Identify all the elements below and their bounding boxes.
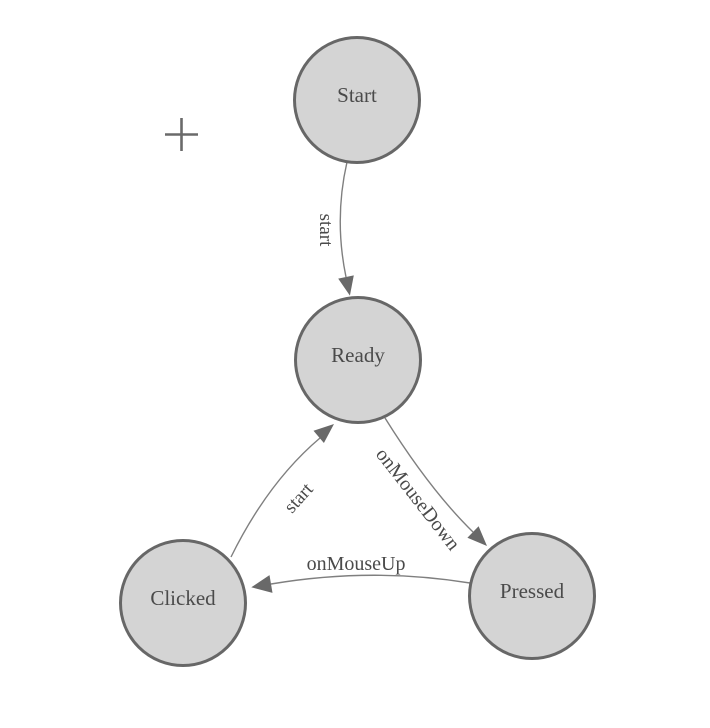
- transition-clicked-to-ready[interactable]: start: [230, 424, 334, 558]
- transition-start-to-ready[interactable]: start: [315, 161, 354, 296]
- edge-line: [339, 161, 348, 278]
- node-circle: [293, 36, 421, 164]
- state-node-clicked[interactable]: Clicked: [119, 539, 247, 667]
- node-label: Start: [337, 83, 377, 107]
- arrowhead-icon: [313, 424, 334, 443]
- edge-line: [270, 574, 471, 585]
- state-node-start[interactable]: Start: [293, 36, 421, 164]
- edge-line: [384, 417, 474, 533]
- crosshair-icon: [165, 118, 198, 151]
- state-node-pressed[interactable]: Pressed: [468, 532, 596, 660]
- node-label: Clicked: [150, 586, 216, 610]
- transition-ready-to-pressed[interactable]: onMouseDown: [371, 417, 487, 555]
- node-circle: [468, 532, 596, 660]
- edge-line: [230, 437, 321, 558]
- arrowhead-icon: [338, 275, 354, 296]
- arrowhead-icon: [467, 526, 487, 546]
- node-circle: [119, 539, 247, 667]
- transition-pressed-to-clicked[interactable]: onMouseUp: [251, 553, 471, 593]
- edge-label: start: [315, 214, 336, 247]
- node-label: Ready: [331, 343, 385, 367]
- node-circle: [294, 296, 422, 424]
- state-node-ready[interactable]: Ready: [294, 296, 422, 424]
- arrowhead-icon: [251, 575, 273, 593]
- edge-label: onMouseUp: [307, 553, 406, 575]
- node-label: Pressed: [500, 579, 565, 603]
- edge-label: onMouseDown: [371, 444, 464, 555]
- edge-label: start: [280, 479, 318, 518]
